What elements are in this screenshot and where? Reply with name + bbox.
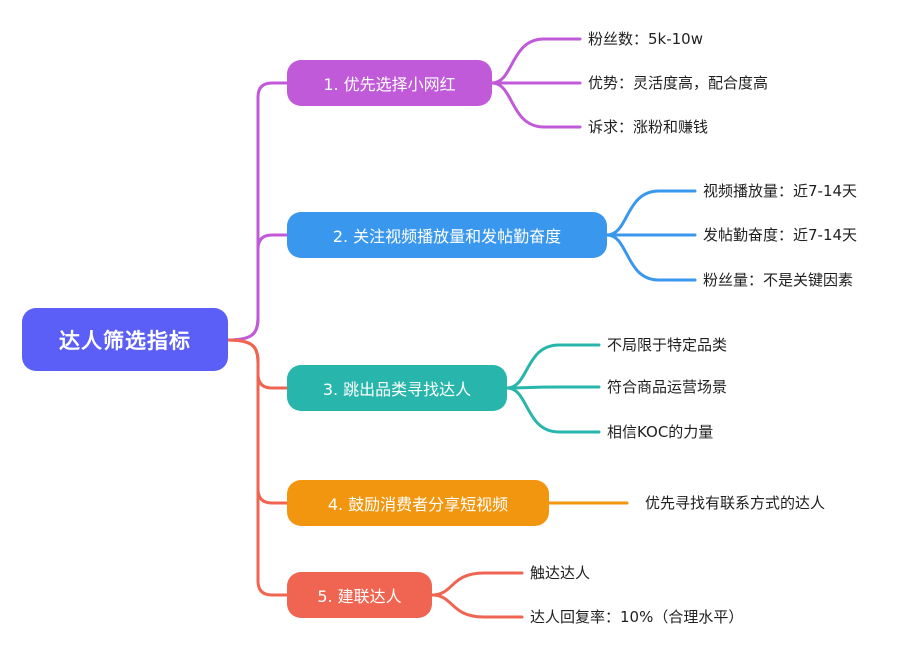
leaf-1-2: 优势：灵活度高，配合度高	[588, 74, 769, 92]
leaf-connector-3-3	[505, 386, 601, 434]
leaf-connector-2-3	[605, 233, 697, 282]
leaf-1-1: 粉丝数：5k-10w	[588, 30, 703, 48]
leaf-connector-2-1	[605, 189, 697, 237]
leaf-3-1: 不局限于特定品类	[607, 336, 728, 354]
root-connector-5	[226, 338, 289, 597]
leaf-3-3: 相信KOC的力量	[607, 423, 714, 441]
root-node[interactable]: 达人筛选指标	[22, 308, 228, 371]
leaf-connector-5-2	[430, 593, 524, 619]
branch-node-2[interactable]: 2. 关注视频播放量和发帖勤奋度	[287, 212, 607, 258]
leaf-1-3: 诉求：涨粉和赚钱	[588, 118, 709, 136]
branch-node-5[interactable]: 5. 建联达人	[287, 572, 432, 618]
leaf-connector-1-3	[490, 81, 582, 129]
leaf-2-3: 粉丝量：不是关键因素	[703, 271, 854, 289]
leaf-5-2: 达人回复率：10%（合理水平）	[530, 608, 744, 626]
root-connector-2	[226, 233, 289, 342]
leaf-connector-3-1	[505, 343, 601, 390]
branch-node-1[interactable]: 1. 优先选择小网红	[287, 60, 492, 106]
leaf-connector-5-1	[430, 571, 524, 597]
branch-node-3[interactable]: 3. 跳出品类寻找达人	[287, 365, 507, 411]
branch-node-4[interactable]: 4. 鼓励消费者分享短视频	[287, 480, 549, 526]
leaf-connector-3-2	[505, 385, 601, 390]
leaf-4-1: 优先寻找有联系方式的达人	[645, 494, 826, 512]
leaf-2-2: 发帖勤奋度：近7-14天	[703, 226, 858, 244]
leaf-5-1: 触达达人	[530, 564, 591, 582]
leaf-2-1: 视频播放量：近7-14天	[703, 182, 858, 200]
leaf-connector-1-1	[490, 37, 582, 85]
leaf-3-2: 符合商品运营场景	[607, 378, 728, 396]
